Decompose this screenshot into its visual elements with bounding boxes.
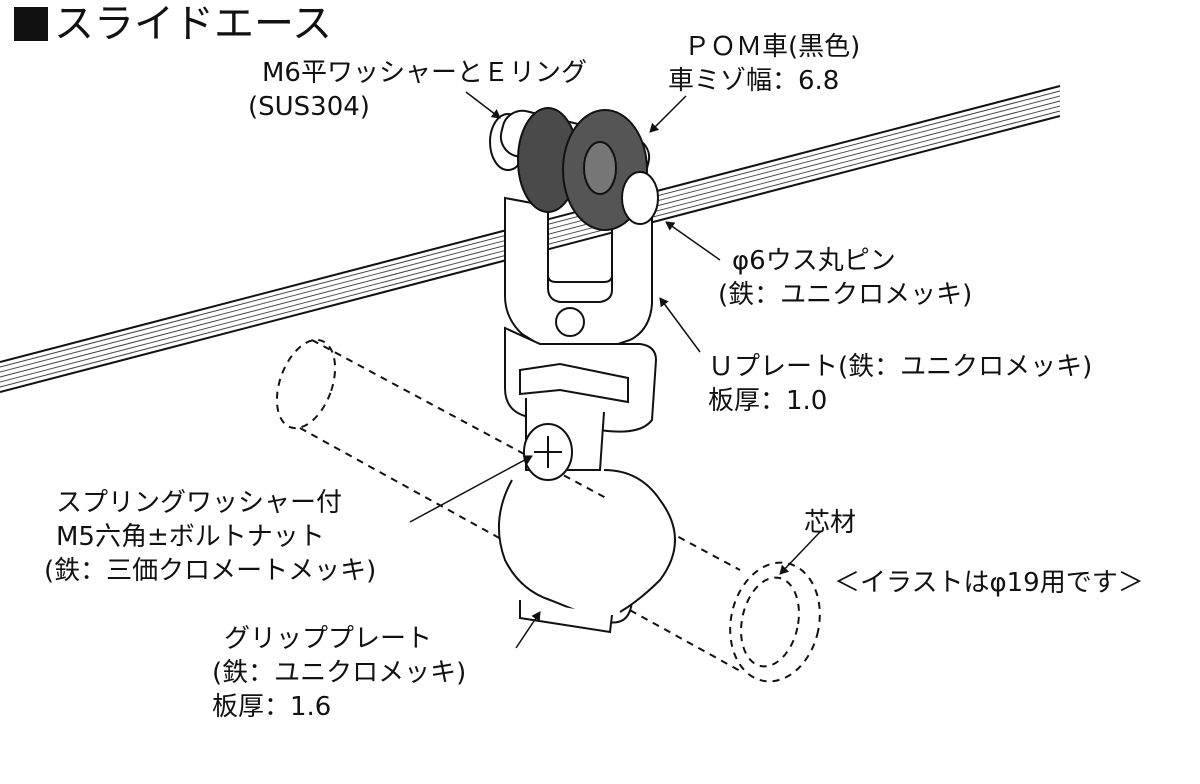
u-plate bbox=[504, 196, 653, 354]
square-bullet-icon bbox=[14, 7, 48, 41]
label-grip-line2: (鉄：ユニクロメッキ) bbox=[212, 658, 467, 688]
label-grip-line1: グリッププレート bbox=[224, 624, 433, 654]
label-bolt-line3: (鉄：三価クロメートメッキ) bbox=[44, 556, 377, 586]
label-note: ＜イラストはφ19用です＞ bbox=[834, 566, 1144, 600]
bolt bbox=[523, 423, 573, 481]
label-pin: φ6ウス丸ピン (鉄：ユニクロメッキ) bbox=[718, 244, 972, 312]
label-core: 芯材 bbox=[804, 506, 856, 540]
label-washer-line2: (SUS304) bbox=[248, 92, 370, 122]
label-grip: グリッププレート (鉄：ユニクロメッキ) 板厚：1.6 bbox=[212, 622, 466, 724]
title-text: スライドエース bbox=[54, 1, 332, 47]
label-bolt-line1: スプリングワッシャー付 bbox=[56, 488, 343, 518]
label-bolt-line2: M5六角±ボルトナット bbox=[56, 522, 325, 552]
label-pom-line2: 車ミゾ幅：6.8 bbox=[668, 66, 840, 96]
label-pom: ＰＯＭ車(黒色) 車ミゾ幅：6.8 bbox=[668, 30, 860, 98]
leader-lines bbox=[409, 91, 821, 649]
label-uplate-line1: Ｕプレート(鉄：ユニクロメッキ) bbox=[708, 352, 1093, 382]
label-core-line1: 芯材 bbox=[804, 508, 857, 538]
label-pin-line1: φ6ウス丸ピン bbox=[732, 246, 896, 276]
label-note-line1: ＜イラストはφ19用です＞ bbox=[834, 568, 1144, 598]
label-pom-line1: ＰＯＭ車(黒色) bbox=[684, 32, 861, 62]
label-uplate: Ｕプレート(鉄：ユニクロメッキ) 板厚：1.0 bbox=[708, 350, 1092, 418]
label-grip-line3: 板厚：1.6 bbox=[212, 692, 332, 722]
page-title: スライドエース bbox=[14, 0, 332, 48]
label-washer-line1: M6平ワッシャーとＥリング bbox=[262, 58, 587, 88]
grip-plate bbox=[497, 326, 676, 634]
pom-wheel bbox=[489, 107, 659, 231]
label-washer: M6平ワッシャーとＥリング (SUS304) bbox=[248, 56, 587, 124]
label-bolt: スプリングワッシャー付 M5六角±ボルトナット (鉄：三価クロメートメッキ) bbox=[44, 486, 376, 588]
label-uplate-line2: 板厚：1.0 bbox=[708, 386, 828, 416]
label-pin-line2: (鉄：ユニクロメッキ) bbox=[718, 280, 973, 310]
